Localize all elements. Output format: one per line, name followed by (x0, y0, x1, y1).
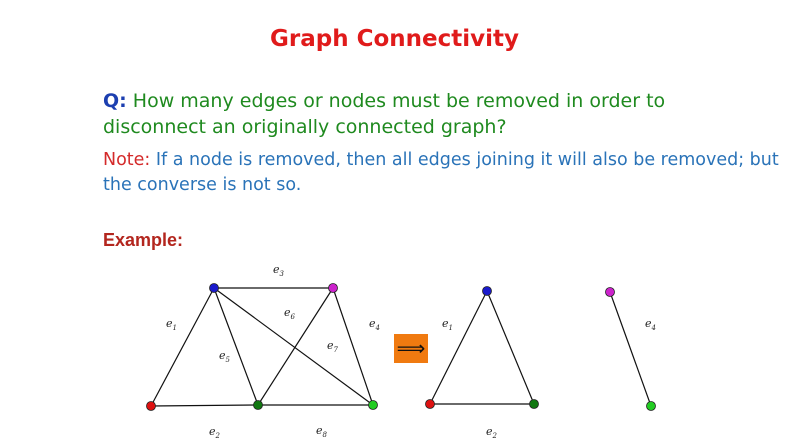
arrow-box: ⟹ (394, 334, 428, 363)
node-bottom (646, 401, 656, 411)
note: Note: If a node is removed, then all edg… (103, 148, 783, 198)
note-label: Note: (103, 150, 151, 170)
edge-top-right (213, 287, 374, 406)
edge-top-left (429, 290, 488, 405)
node-right (368, 400, 378, 410)
edge-label: e6 (284, 306, 296, 321)
edge-label: e4 (369, 317, 380, 332)
edge-top-left (150, 287, 215, 407)
edge-label: e7 (327, 339, 339, 354)
edge-label-subscript: 4 (375, 324, 380, 332)
component-edge: e4 (605, 287, 656, 411)
edge-label: e1 (442, 317, 453, 332)
edge-label-subscript: 3 (280, 270, 285, 278)
slide-title: Graph Connectivity (270, 26, 519, 52)
original-graph: e1 e2 e3 e4 e5 e6 e7 e8 (146, 263, 380, 440)
edge-label: e2 (209, 425, 221, 440)
edge-label-subscript: 6 (291, 313, 296, 321)
edge-label-subscript: 8 (323, 431, 328, 439)
node-top (605, 287, 615, 297)
edge-top-bottom (609, 291, 652, 407)
edge-label-subscript: 1 (449, 324, 453, 332)
edge-label-subscript: 2 (492, 432, 498, 440)
example-label: Example: (103, 230, 184, 250)
node-mid (253, 400, 263, 410)
question: Q: How many edges or nodes must be remov… (103, 88, 763, 140)
edge-label: e5 (219, 349, 231, 364)
edge-label-subscript: 7 (334, 346, 339, 354)
component-triangle: e1 e2 (425, 286, 539, 440)
edge-label-subscript: 4 (651, 324, 656, 332)
implies-arrow: ⟹ (397, 336, 426, 360)
edge-left-mid (150, 404, 259, 407)
edge-label: e3 (273, 263, 285, 278)
node-right (529, 399, 539, 409)
edge-label: e2 (486, 425, 498, 440)
question-text: How many edges or nodes must be removed … (103, 90, 666, 138)
question-label: Q: (103, 90, 127, 112)
edge-label: e8 (316, 424, 328, 439)
edge-label-subscript: 1 (173, 324, 177, 332)
edge-label: e4 (645, 317, 656, 332)
node-topright (328, 283, 338, 293)
edge-top-right (486, 290, 535, 405)
edge-label: e1 (166, 317, 177, 332)
node-left (425, 399, 435, 409)
note-text: If a node is removed, then all edges joi… (103, 150, 779, 195)
node-top (209, 283, 219, 293)
edge-topright-right (332, 287, 374, 406)
edge-top-mid (213, 287, 259, 406)
node-left (146, 401, 156, 411)
edge-topright-mid (257, 287, 334, 406)
edge-label-subscript: 2 (215, 432, 221, 440)
node-top (482, 286, 492, 296)
edge-label-subscript: 5 (226, 356, 231, 364)
